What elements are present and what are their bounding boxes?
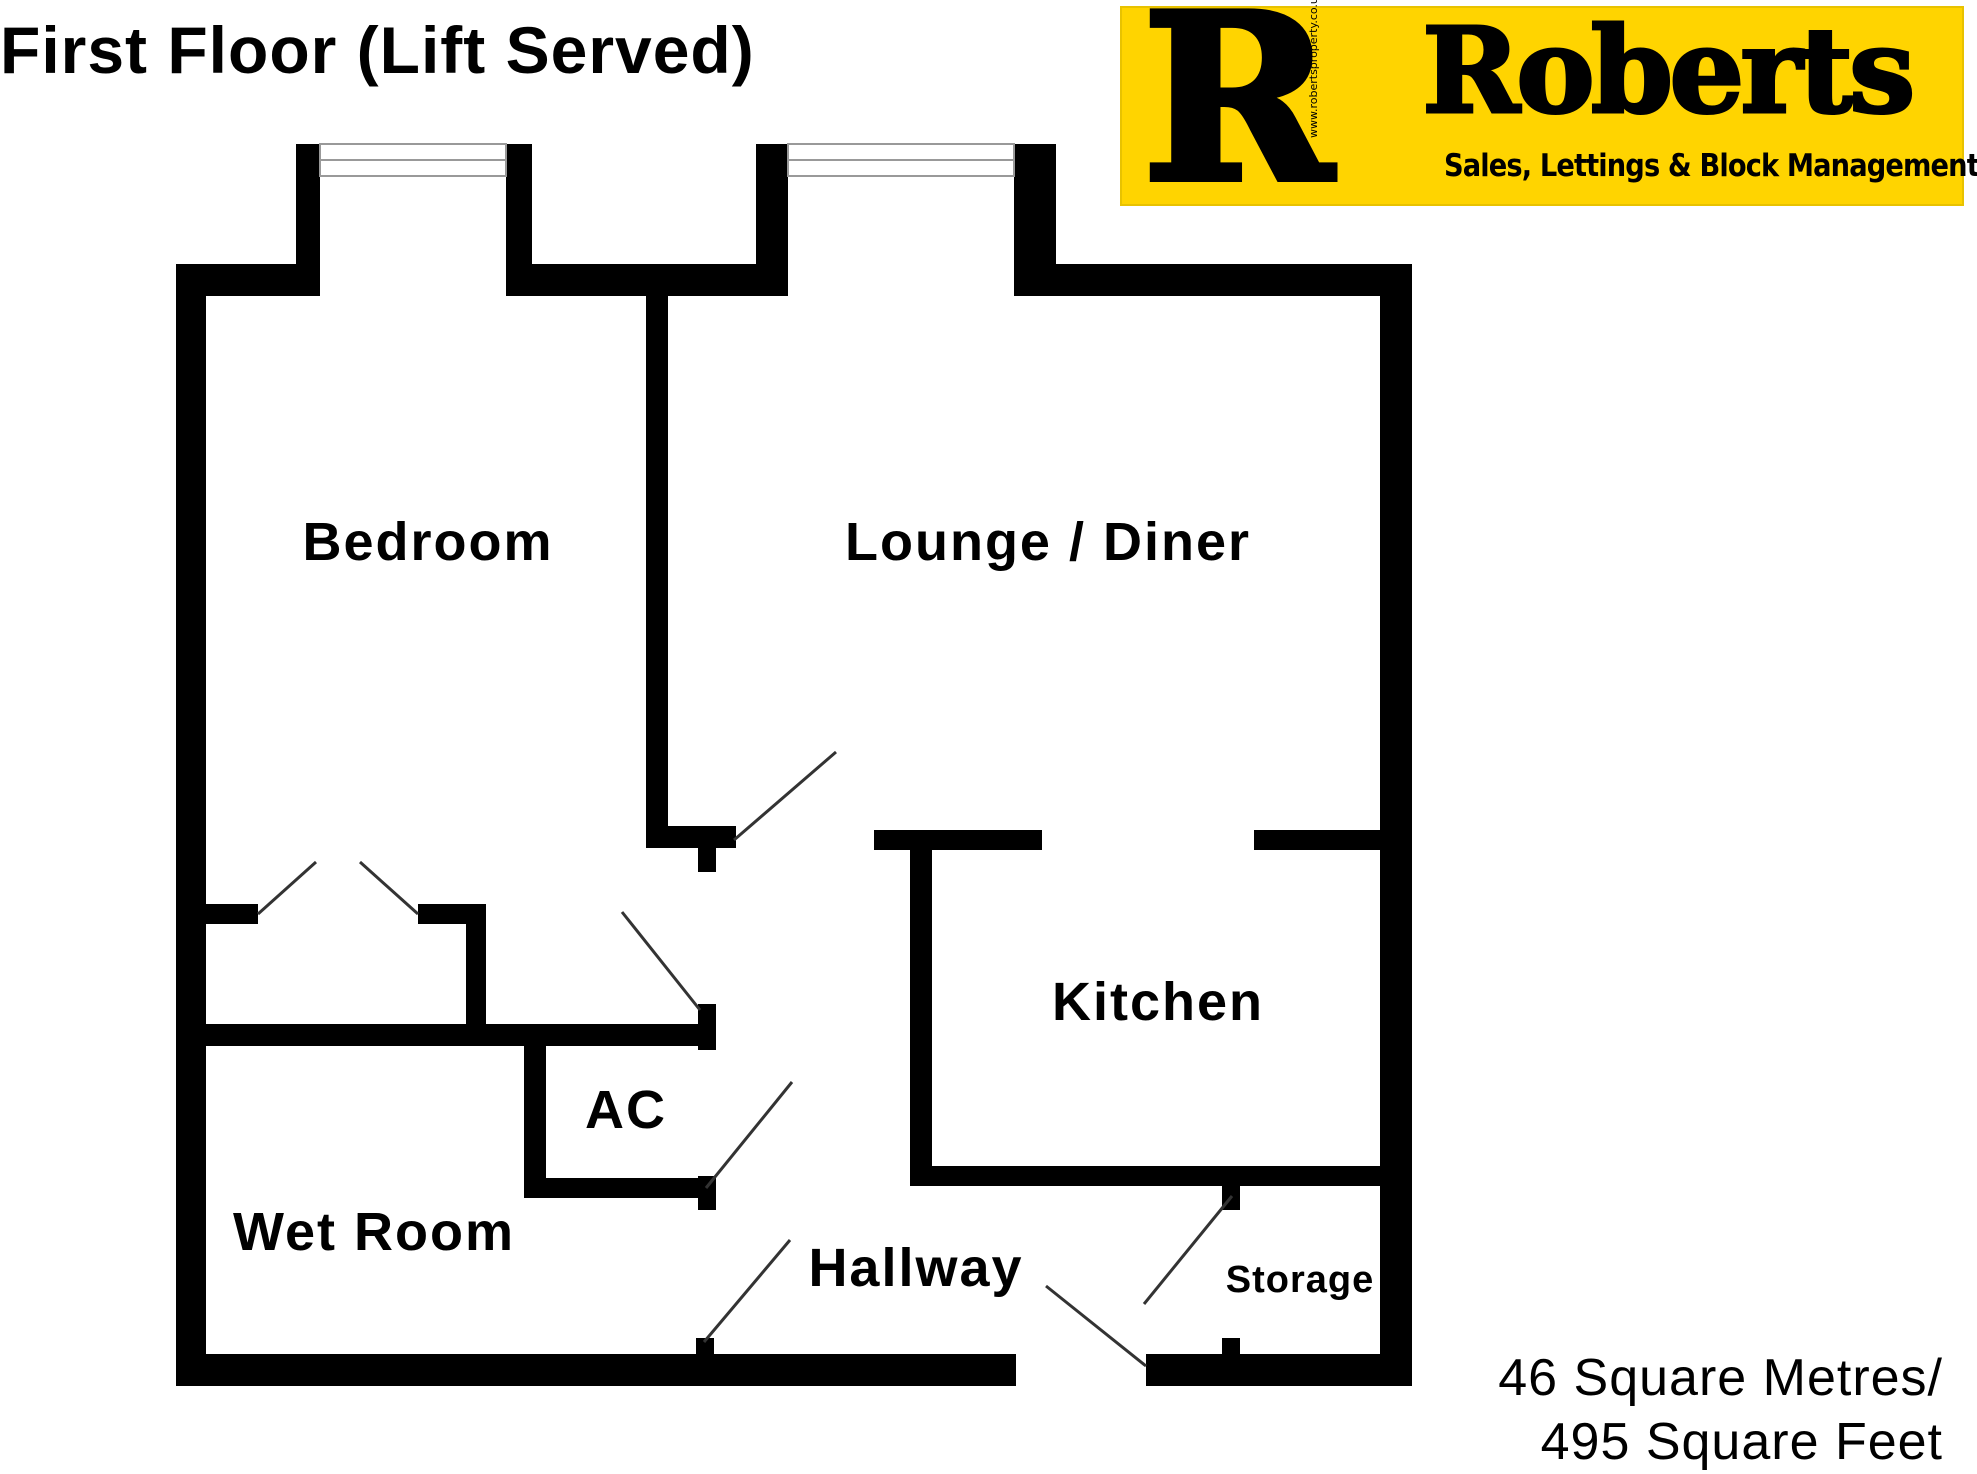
wall-wardrobe-left [206, 904, 258, 924]
room-label-ac: AC [585, 1080, 667, 1140]
wall-outer-left [176, 264, 206, 1386]
room-label-hallway: Hallway [808, 1238, 1023, 1298]
wall-kitchen-left [910, 850, 932, 1176]
wall-bedroom-bay-left [296, 144, 320, 296]
logo-name: Roberts [1420, 0, 1916, 141]
room-label-storage: Storage [1226, 1259, 1374, 1301]
room-labels: Bedroom Lounge / Diner Kitchen AC Wet Ro… [233, 512, 1374, 1301]
room-label-wet-room: Wet Room [233, 1202, 515, 1262]
wall-lounge-bay-right [1014, 144, 1056, 264]
door-bedroom [620, 911, 702, 1011]
door-ac [704, 1081, 794, 1189]
walls [176, 144, 1412, 1386]
door-storage [1142, 1195, 1234, 1305]
wall-ac-left [524, 1046, 546, 1198]
wall-kitchen-top-left [874, 830, 1042, 850]
wall-ac-bottom [524, 1178, 708, 1198]
logo-monogram: R [1132, 0, 1354, 217]
door-lounge [733, 750, 837, 842]
door-swings [256, 750, 1234, 1368]
wall-bottom-left [176, 1354, 1016, 1386]
area-metres: 46 Square Metres/ [1498, 1349, 1943, 1407]
wall-top-left [176, 264, 300, 296]
logo-letter: R [1139, 0, 1336, 234]
room-label-kitchen: Kitchen [1052, 972, 1264, 1032]
brand-logo: R www.robertsproperty.co.uk Roberts Sale… [1120, 0, 1977, 217]
wall-bedroom-lounge [646, 296, 668, 848]
wall-bottom-right [1146, 1354, 1412, 1386]
room-label-lounge: Lounge / Diner [845, 512, 1251, 572]
windows [319, 143, 1015, 177]
wall-kitchen-bottom [910, 1166, 1380, 1186]
wall-kitchen-top-right [1254, 830, 1380, 850]
wall-bedroom-bottom [206, 1024, 712, 1046]
door-wardrobe-right [358, 860, 420, 916]
wall-top-middle [506, 264, 788, 296]
room-label-bedroom: Bedroom [302, 512, 553, 572]
wall-lounge-bay-left [756, 144, 788, 296]
wall-bedroom-bay-right [506, 144, 532, 264]
door-wardrobe-left [256, 860, 318, 916]
door-entrance [1045, 1284, 1147, 1368]
wall-top-right [1014, 264, 1412, 296]
door-wet-room [702, 1239, 792, 1343]
floor-area: 46 Square Metres/ 495 Square Feet [1498, 1346, 1943, 1474]
area-feet: 495 Square Feet [1540, 1413, 1943, 1471]
page-title: First Floor (Lift Served) [0, 13, 755, 87]
wall-outer-right [1380, 264, 1412, 1386]
logo-tagline: Sales, Lettings & Block Management [1444, 148, 1977, 184]
